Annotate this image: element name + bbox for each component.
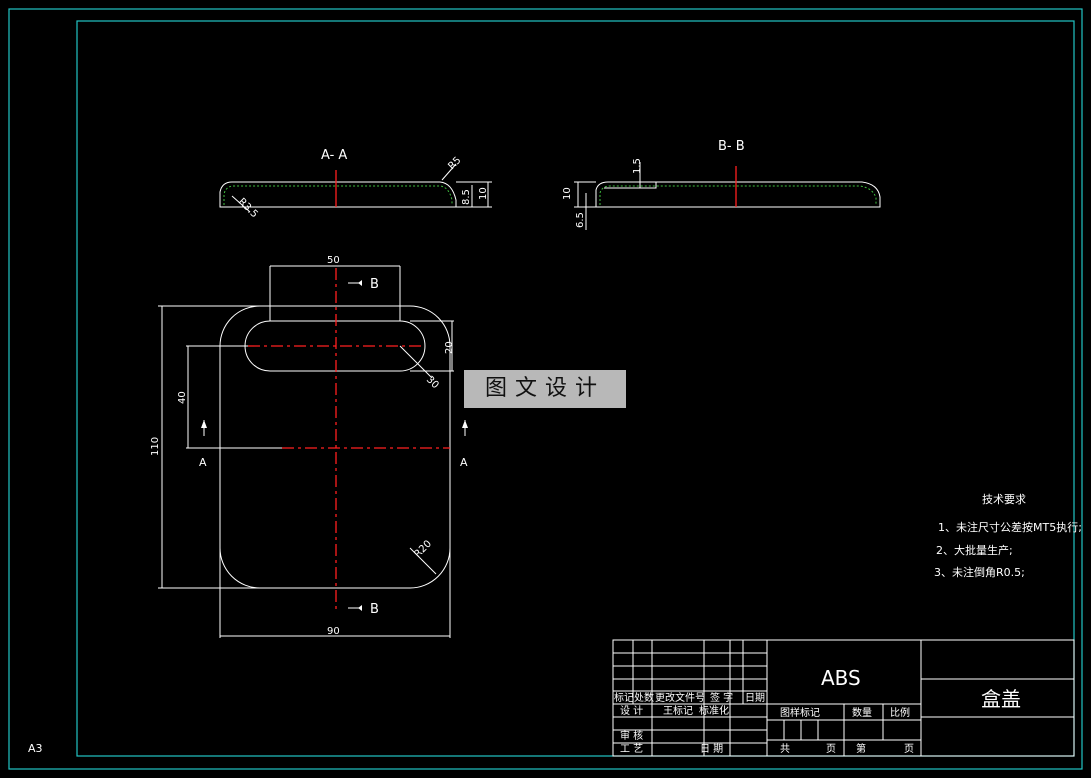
dim-90: 90 (327, 626, 340, 637)
tb-quantity: 数量 (852, 706, 872, 719)
dim-r30: 30 (424, 374, 441, 391)
tb-scale: 比例 (890, 706, 910, 719)
dim-r5: R5 (446, 155, 463, 172)
dim-10-bb: 10 (562, 187, 573, 200)
dim-6-5: 6.5 (575, 212, 586, 228)
dim-r3-5: R3.5 (236, 196, 260, 220)
tb-page: 页 (904, 743, 914, 755)
section-aa-outline (219, 181, 457, 208)
section-arrow-head (358, 605, 362, 611)
tb-sheet-no: 第 (856, 742, 866, 755)
tb-process-date: 日 期 (700, 743, 723, 755)
dim-110: 110 (150, 437, 161, 456)
section-arrow-head (201, 420, 207, 428)
tb-header-change-doc: 更改文件号 (655, 691, 705, 704)
sheet-outer-border (8, 8, 1083, 770)
tb-header-count: 处数 (634, 691, 654, 704)
section-bb-outline (595, 181, 881, 208)
slot-outline (244, 320, 426, 372)
section-marker-b-bottom: B (370, 602, 379, 617)
section-bb-view: B- B 1.5 10 6.5 (562, 139, 881, 230)
dim-leader (409, 547, 437, 575)
dim-20: 20 (444, 341, 455, 354)
sheet-size-label: A3 (28, 742, 43, 755)
tb-stage-mark: 图样标记 (780, 706, 820, 719)
tb-header-mark: 标记 (614, 692, 634, 704)
dim-50: 50 (327, 255, 340, 266)
tb-standardization: 标准化 (699, 704, 729, 717)
tb-process: 工 艺 (620, 743, 643, 755)
plan-view: 50 30 20 40 110 90 R20 B B (150, 255, 468, 638)
dim-1-5: 1.5 (632, 158, 643, 174)
sheet-inner-border (76, 20, 1075, 757)
section-marker-a-right: A (460, 456, 468, 469)
section-bb-wall (599, 185, 877, 205)
dim-10: 10 (478, 187, 489, 200)
tb-review: 审 核 (620, 729, 643, 742)
tb-pages: 页 (826, 743, 836, 755)
section-aa-wall (223, 185, 453, 205)
tb-header-date: 日期 (745, 692, 765, 704)
dim-leader (441, 163, 457, 181)
section-aa-title: A- A (321, 148, 347, 163)
section-bb-title: B- B (718, 139, 745, 154)
material-label: ABS (821, 666, 861, 690)
watermark-label: 图文设计 (464, 370, 626, 408)
section-marker-b-top: B (370, 277, 379, 292)
title-block: ABS 盒盖 标记 处数 更改文件号 签 字 日期 设 计 王标记 标准化 审 … (612, 639, 1075, 757)
tb-total: 共 (780, 743, 790, 755)
tech-requirement-item: 2、大批量生产; (936, 543, 1013, 557)
dim-8-5: 8.5 (461, 189, 472, 205)
tech-requirement-item: 1、未注尺寸公差按MT5执行; (938, 520, 1082, 534)
section-arrow-head (462, 420, 468, 428)
tech-requirements: 技术要求 1、未注尺寸公差按MT5执行; 2、大批量生产; 3、未注倒角R0.5… (934, 493, 1082, 579)
tb-header-sign: 签 字 (710, 691, 733, 704)
plan-outline (219, 305, 451, 589)
section-arrow-head (358, 280, 362, 286)
section-marker-a-left: A (199, 456, 207, 469)
tech-requirement-item: 3、未注倒角R0.5; (934, 565, 1025, 579)
dim-leader (399, 345, 433, 379)
section-bb-step (604, 182, 657, 189)
section-aa-view: A- A R5 R3.5 8.5 10 (219, 148, 492, 220)
part-name: 盒盖 (981, 687, 1021, 711)
dim-r20: R20 (412, 538, 434, 560)
dim-leader (231, 195, 251, 213)
tb-design-name: 王标记 (663, 705, 693, 717)
tb-design: 设 计 (620, 704, 643, 717)
tech-requirements-title: 技术要求 (982, 493, 1026, 506)
dim-40: 40 (177, 391, 188, 404)
